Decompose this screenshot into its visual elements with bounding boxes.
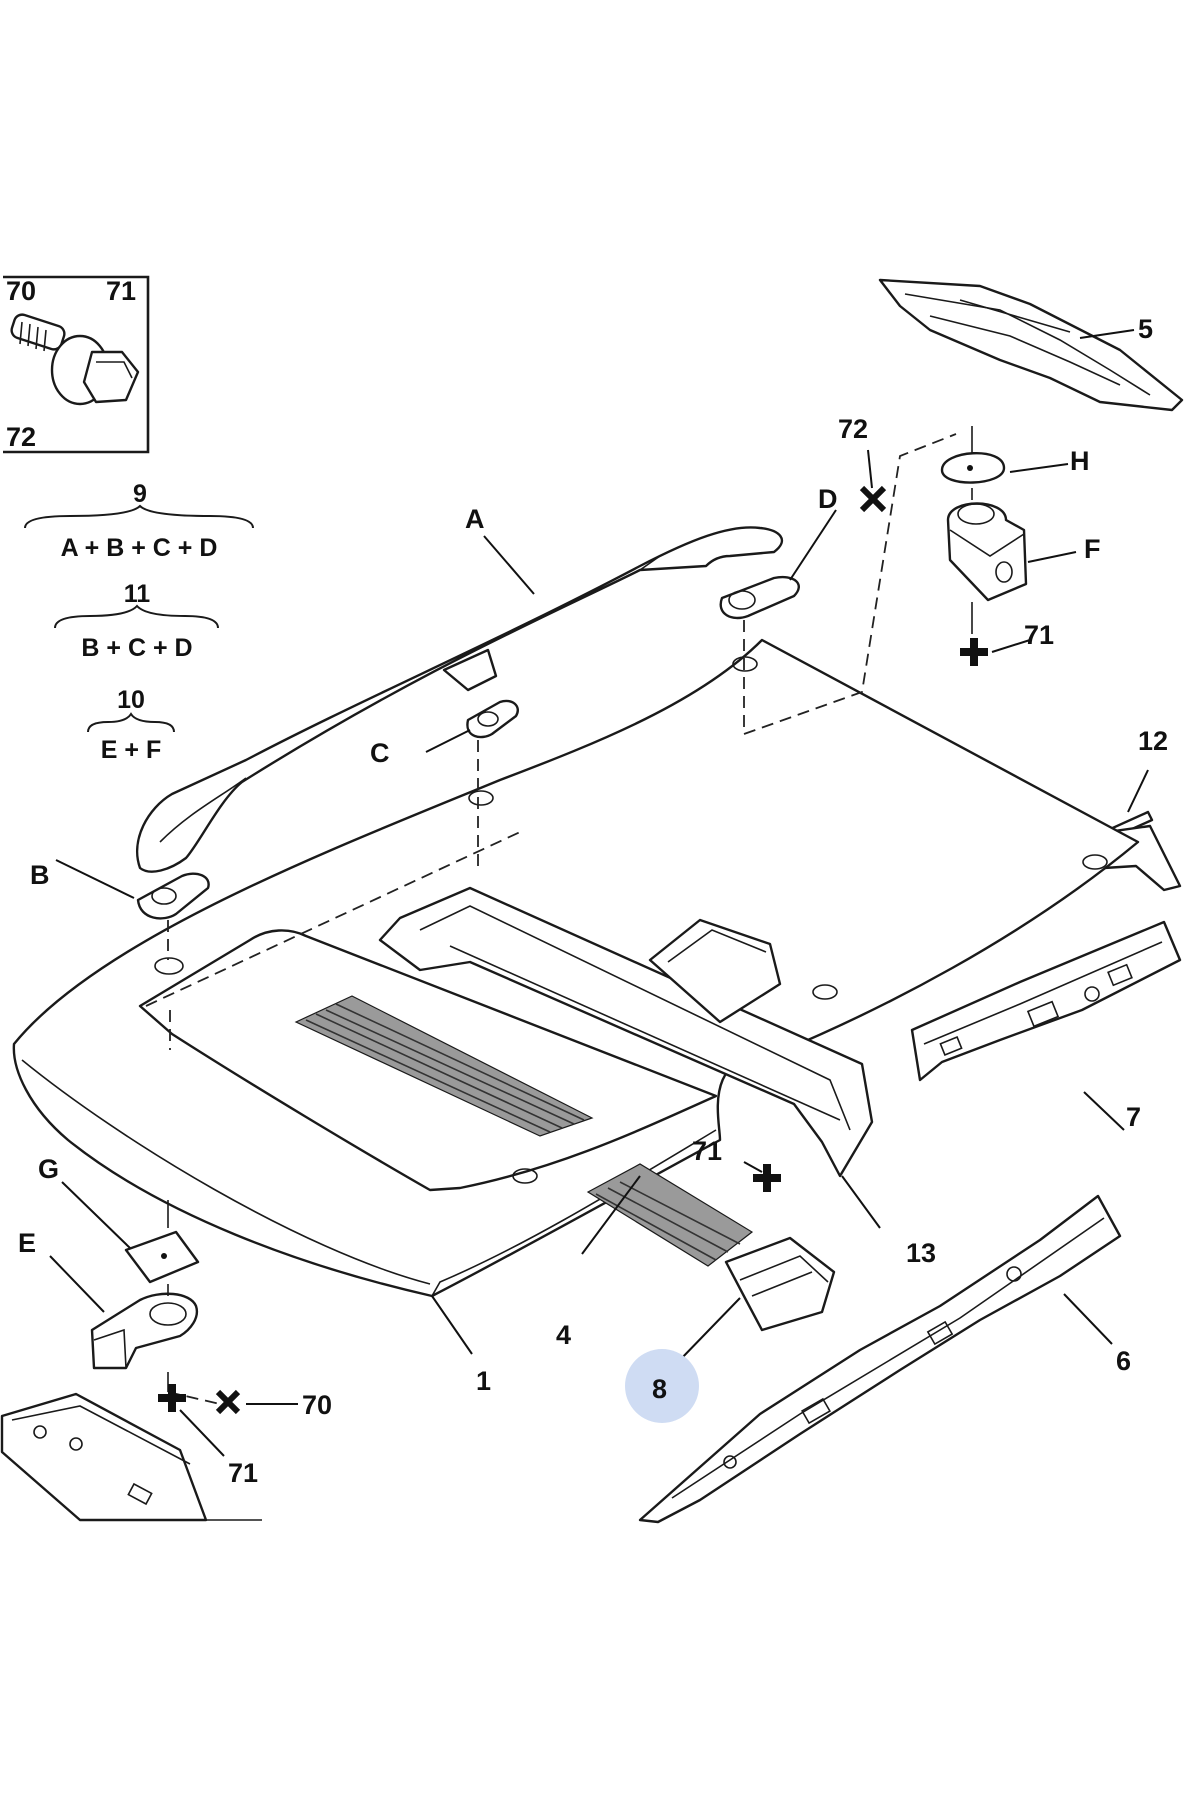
clip-C [466, 699, 519, 739]
kit-11-number: 11 [124, 580, 151, 608]
part-E-bracket [90, 1292, 199, 1370]
front-cross-panel [0, 1392, 262, 1522]
callout-13: 13 [906, 1238, 936, 1268]
clip-B [136, 872, 210, 920]
part-H-pad [940, 451, 1006, 484]
callout-D: D [818, 484, 838, 514]
part-5-rear-reinforcement [878, 278, 1184, 412]
fastener-markers [158, 485, 988, 1415]
part-7-crossmember [910, 920, 1182, 1082]
cross-icon-70 [215, 1389, 241, 1415]
kit-9-contents: A + B + C + D [61, 534, 218, 562]
callout-E: E [18, 1228, 36, 1258]
callout-4: 4 [556, 1320, 571, 1350]
plus-icon-71-bottom [158, 1384, 186, 1412]
kit-11-contents: B + C + D [81, 634, 192, 662]
callout-12: 12 [1138, 726, 1168, 756]
callout-F: F [1084, 534, 1101, 564]
part-A-roof-rail [135, 526, 784, 873]
callout-B: B [30, 860, 50, 890]
callout-6: 6 [1116, 1346, 1131, 1376]
callout-labels: A B C D H F 71 72 5 12 7 13 71 6 4 8 1 G… [18, 314, 1168, 1488]
part-6-side-rail [638, 1194, 1122, 1524]
callout-72: 72 [838, 414, 868, 444]
callout-71-top: 71 [1024, 620, 1054, 650]
callout-C: C [370, 738, 390, 768]
part-8-bracket [724, 1236, 836, 1332]
callout-70: 70 [302, 1390, 332, 1420]
callout-8-highlight [625, 1349, 699, 1423]
callout-7: 7 [1126, 1102, 1141, 1132]
bolt-icon [10, 313, 140, 406]
callout-8: 8 [652, 1374, 667, 1404]
clip-D [719, 575, 800, 620]
plus-icon-71-top [960, 638, 988, 666]
callout-71-bottom: 71 [228, 1458, 258, 1488]
kit-legend: 9 A + B + C + D 11 B + C + D 10 E + F [24, 480, 254, 764]
kit-10-contents: E + F [101, 736, 161, 764]
part-13-roof-bow [378, 886, 874, 1178]
callout-H: H [1070, 446, 1090, 476]
alignment-line-D [743, 433, 957, 736]
part-G-pad [124, 1230, 200, 1284]
cross-icon-72 [859, 485, 887, 513]
leader-lines [49, 329, 1149, 1457]
legend-label-71: 71 [106, 276, 136, 306]
callout-71-mid: 71 [692, 1136, 722, 1166]
callout-1: 1 [476, 1366, 491, 1396]
callout-5: 5 [1138, 314, 1153, 344]
part-F-bracket [946, 502, 1028, 602]
callout-G: G [38, 1154, 59, 1184]
callout-A: A [465, 504, 485, 534]
legend-label-70: 70 [6, 276, 36, 306]
plus-icon-71-mid [753, 1164, 781, 1192]
fastener-legend-box: 70 71 72 [3, 275, 150, 454]
kit-9-number: 9 [133, 480, 147, 508]
kit-10-number: 10 [117, 686, 145, 714]
part-4-ribbed-strip [586, 1163, 754, 1267]
legend-label-72: 72 [6, 422, 36, 452]
